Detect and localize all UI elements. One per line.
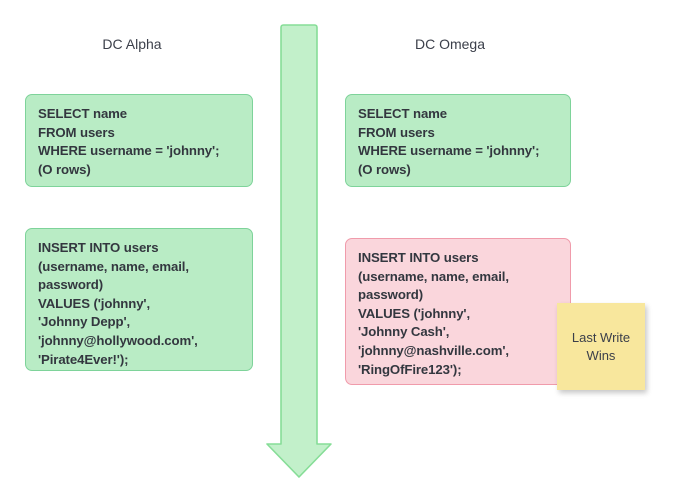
column-title-dc-omega: DC Omega <box>414 36 486 52</box>
sticky-note-last-write-wins: Last Write Wins <box>557 303 645 390</box>
sql-box-alpha-insert: INSERT INTO users (username, name, email… <box>25 228 253 371</box>
sql-box-omega-select: SELECT name FROM users WHERE username = … <box>345 94 571 187</box>
sql-box-omega-insert: INSERT INTO users (username, name, email… <box>345 238 571 385</box>
down-arrow-icon <box>266 24 332 478</box>
sql-box-alpha-select: SELECT name FROM users WHERE username = … <box>25 94 253 187</box>
column-title-dc-alpha: DC Alpha <box>102 36 162 52</box>
